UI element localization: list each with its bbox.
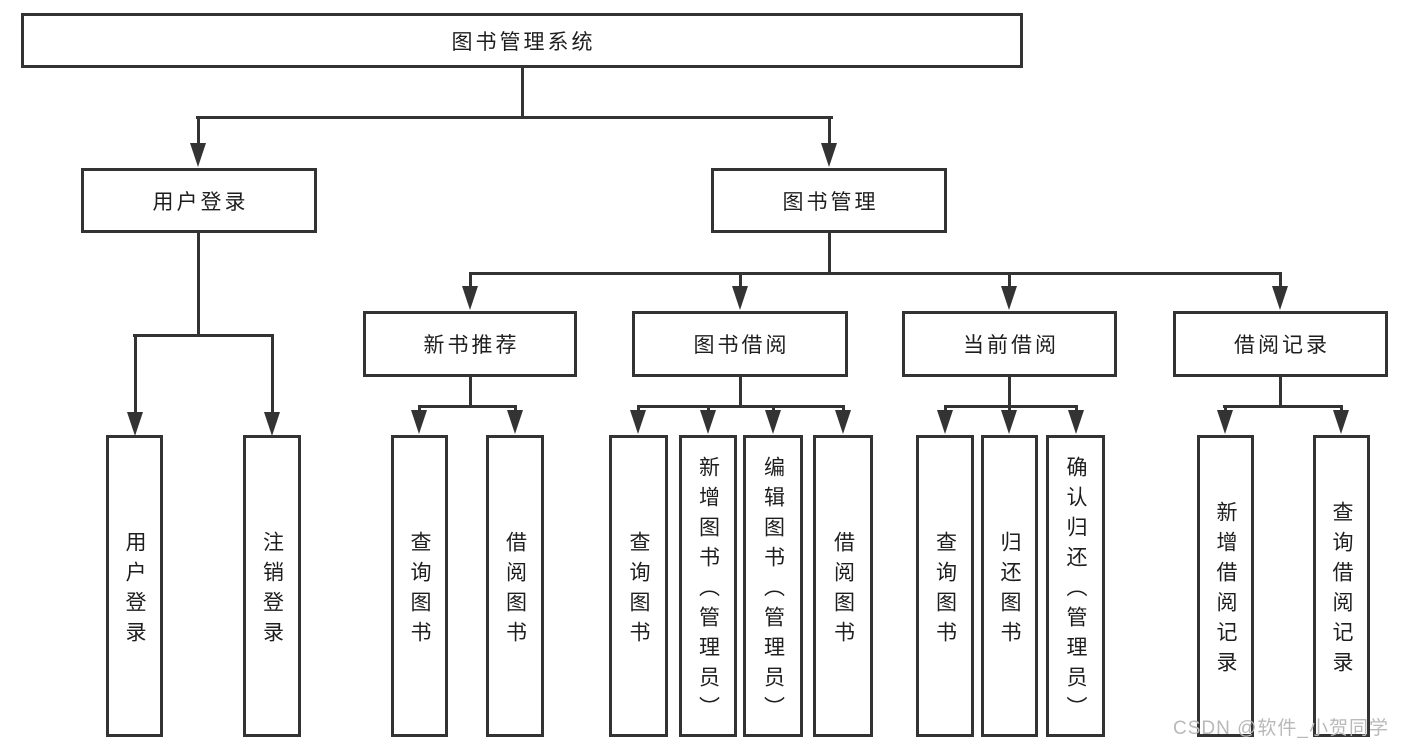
connector-stem-line [197,233,200,337]
connector-stem-line [521,68,524,119]
connector-drop-line [134,334,137,420]
node-leaf-edit-books-admin: 编辑图书（管理员） [743,435,803,737]
connector-branch-line [469,272,1282,275]
arrowhead-down-icon [835,410,851,434]
node-branch-borrow-records: 借阅记录 [1173,311,1388,377]
arrowhead-down-icon [1001,286,1017,310]
arrowhead-down-icon [264,412,280,436]
node-label: 查询图书 [627,530,650,651]
connector-stem-line [739,377,742,408]
arrowhead-down-icon [630,410,646,434]
node-label: 新增借阅记录 [1214,500,1237,681]
node-leaf-logout: 注销登录 [243,435,301,737]
node-leaf-borrow-books-rec: 借阅图书 [486,435,544,737]
connector-drop-line [1279,272,1282,294]
node-leaf-borrow-books-borrow: 借阅图书 [813,435,873,737]
node-label: 查询图书 [933,530,957,651]
arrowhead-down-icon [411,410,427,434]
node-branch-user-login: 用户登录 [81,168,317,233]
connector-stem-line [828,233,831,275]
arrowhead-down-icon [127,412,143,436]
node-root: 图书管理系统 [21,13,1023,68]
arrowhead-down-icon [732,286,748,310]
node-label: 借阅图书 [831,530,855,651]
node-label: 用户登录 [152,190,249,214]
connector-stem-line [1279,377,1282,408]
connector-drop-line [1008,272,1011,294]
arrowhead-down-icon [821,143,837,167]
node-label: 确认归还（管理员） [1064,455,1087,726]
connector-drop-line [828,116,831,151]
connector-drop-line [469,272,472,294]
node-leaf-add-borrow-record: 新增借阅记录 [1197,435,1254,737]
connector-branch-line [418,405,516,408]
connector-drop-line [197,116,200,151]
connector-stem-line [469,377,472,408]
node-branch-new-book-rec: 新书推荐 [363,311,577,377]
node-branch-book-management: 图书管理 [711,168,947,233]
node-label: 新增图书（管理员） [696,455,720,726]
node-label: 借阅记录 [1234,334,1330,357]
node-leaf-add-books-admin: 新增图书（管理员） [679,435,737,737]
node-leaf-confirm-return: 确认归还（管理员） [1046,435,1105,737]
connector-stem-line [1008,377,1011,408]
node-branch-current-borrow: 当前借阅 [902,311,1117,377]
arrowhead-down-icon [700,410,716,434]
arrowhead-down-icon [190,143,206,167]
node-label: 注销登录 [260,530,284,651]
node-leaf-return-books: 归还图书 [981,435,1038,737]
node-leaf-query-books-borrow: 查询图书 [609,435,668,737]
arrowhead-down-icon [507,410,523,434]
node-label: 查询借阅记录 [1330,500,1353,681]
node-label: 借阅图书 [503,530,527,651]
node-leaf-user-login: 用户登录 [106,435,163,737]
connector-drop-line [739,272,742,294]
node-label: 图书管理 [782,190,879,214]
node-label: 新书推荐 [423,334,520,357]
connector-branch-line [196,116,833,119]
node-label: 查询图书 [408,530,431,651]
arrowhead-down-icon [1001,410,1017,434]
node-label: 归还图书 [998,530,1021,651]
node-branch-book-borrow: 图书借阅 [632,311,848,377]
arrowhead-down-icon [1333,410,1349,434]
connector-branch-line [637,405,844,408]
node-leaf-query-books-current: 查询图书 [916,435,974,737]
arrowhead-down-icon [937,410,953,434]
connector-branch-line [1223,405,1343,408]
connector-drop-line [271,334,274,420]
arrowhead-down-icon [1217,410,1233,434]
arrowhead-down-icon [765,410,781,434]
csdn-watermark: CSDN @软件_小贺同学 [1173,718,1389,739]
node-label: 图书借阅 [693,334,790,357]
node-label: 图书管理系统 [451,30,596,54]
arrowhead-down-icon [1272,286,1288,310]
node-label: 用户登录 [123,530,146,651]
arrowhead-down-icon [462,286,478,310]
node-leaf-query-books-rec: 查询图书 [391,435,448,737]
node-leaf-query-borrow-record: 查询借阅记录 [1313,435,1370,737]
node-label: 当前借阅 [963,334,1059,357]
node-label: 编辑图书（管理员） [761,455,785,726]
connector-branch-line [133,334,274,337]
arrowhead-down-icon [1068,410,1084,434]
